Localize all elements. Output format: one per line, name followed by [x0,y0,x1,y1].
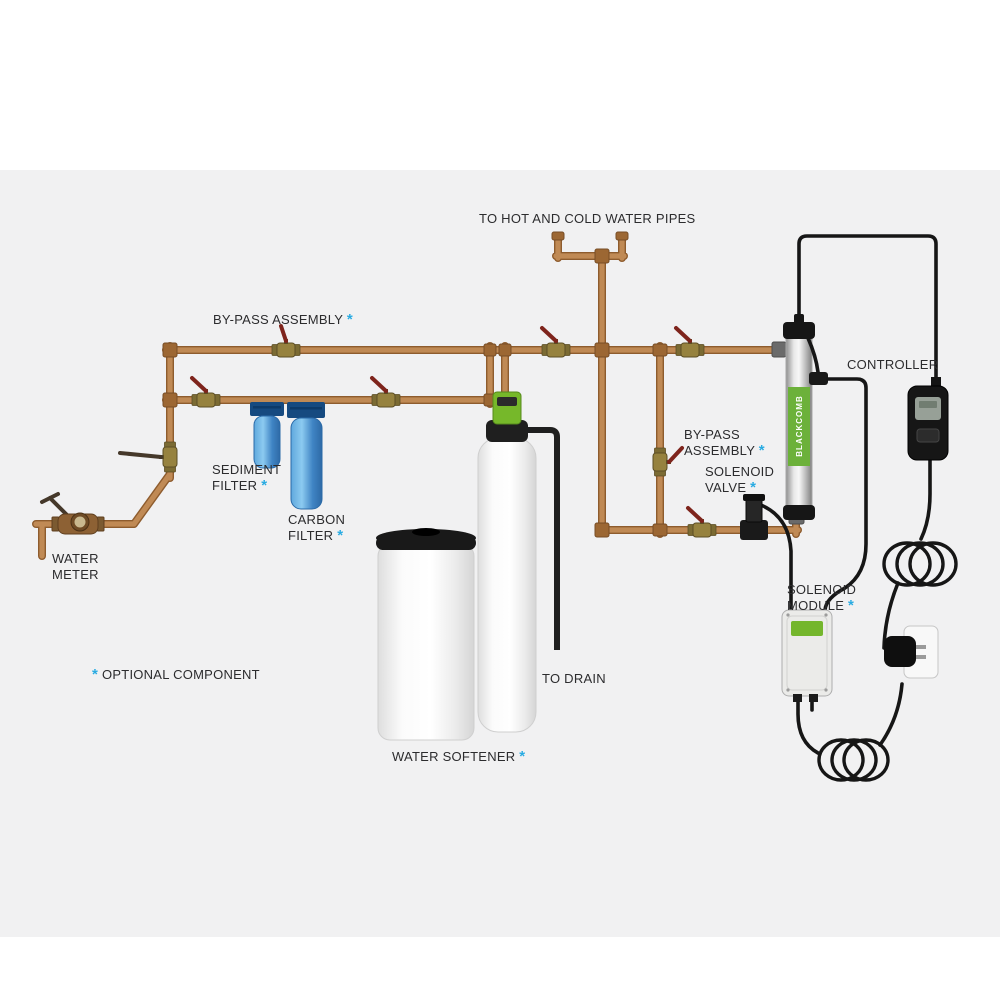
bypass-valve-right [652,446,684,477]
sediment-filter [250,402,284,469]
label-solenoid-valve: SOLENOID VALVE * [705,464,774,495]
cables [759,234,958,782]
softener-outlet-valve [540,326,571,358]
label-text: METER [52,566,99,582]
drain-line [526,427,560,650]
uv-controller [907,377,949,461]
label-text: BY-PASS ASSEMBLY [213,312,343,327]
label-text: VALVE [705,479,747,495]
main-shutoff-valve [118,441,178,473]
asterisk-marker: * [261,476,268,494]
asterisk-marker: * [346,311,353,328]
cable-connector [809,372,828,385]
label-text: TO DRAIN [542,671,606,686]
uv-sterilizer: BLACKCOMB [783,314,815,520]
label-text: WATER [52,551,99,566]
controller-screen [915,397,941,420]
filter-outlet-valve [370,376,401,408]
water-meter [40,492,105,535]
resin-tank [477,391,537,733]
module-logo [791,621,823,636]
bypass-valve-left [271,324,301,358]
label-optional-component: * OPTIONAL COMPONENT [92,667,260,683]
uv-inlet-valve [686,506,717,538]
label-sediment-filter: SEDIMENT FILTER * [212,462,281,493]
brine-tank [376,528,476,741]
asterisk-marker: * [519,748,526,765]
label-to-hot-cold: TO HOT AND COLD WATER PIPES [479,211,695,227]
label-text: FILTER [212,477,258,493]
label-bypass-left: BY-PASS ASSEMBLY * [213,312,353,328]
asterisk-marker: * [848,596,855,614]
asterisk-marker: * [750,478,757,496]
label-carbon-filter: CARBON FILTER * [288,512,345,543]
label-text: CARBON [288,512,346,527]
label-controller: CONTROLLER [847,357,938,373]
label-text: WATER SOFTENER [392,749,516,764]
solenoid-valve [740,494,768,540]
solenoid-module [781,609,833,702]
label-to-drain: TO DRAIN [542,671,606,687]
label-bypass-right: BY-PASS ASSEMBLY * [684,427,765,458]
controller-button [916,428,940,443]
asterisk-marker: * [337,526,344,544]
label-text: OPTIONAL COMPONENT [101,667,260,682]
power-plug [884,625,939,679]
filter-inlet-valve [190,376,221,408]
label-water-softener: WATER SOFTENER * [392,749,525,765]
label-text: BY-PASS [684,427,740,442]
asterisk-marker: * [92,666,99,683]
label-text: SEDIMENT [212,462,282,477]
label-text: FILTER [288,527,334,543]
carbon-filter [287,402,325,510]
label-text: MODULE [787,597,845,613]
label-text: TO HOT AND COLD WATER PIPES [479,211,696,226]
label-text: ASSEMBLY [684,442,755,458]
label-solenoid-module: SOLENOID MODULE * [787,582,856,613]
label-text: SOLENOID [787,582,857,597]
uv-brand-label: BLACKCOMB [795,395,804,456]
uv-outlet-valve [674,326,705,358]
label-text: SOLENOID [705,464,775,479]
label-text: CONTROLLER [847,357,939,372]
asterisk-marker: * [758,441,765,459]
label-water-meter: WATER METER [52,551,99,582]
